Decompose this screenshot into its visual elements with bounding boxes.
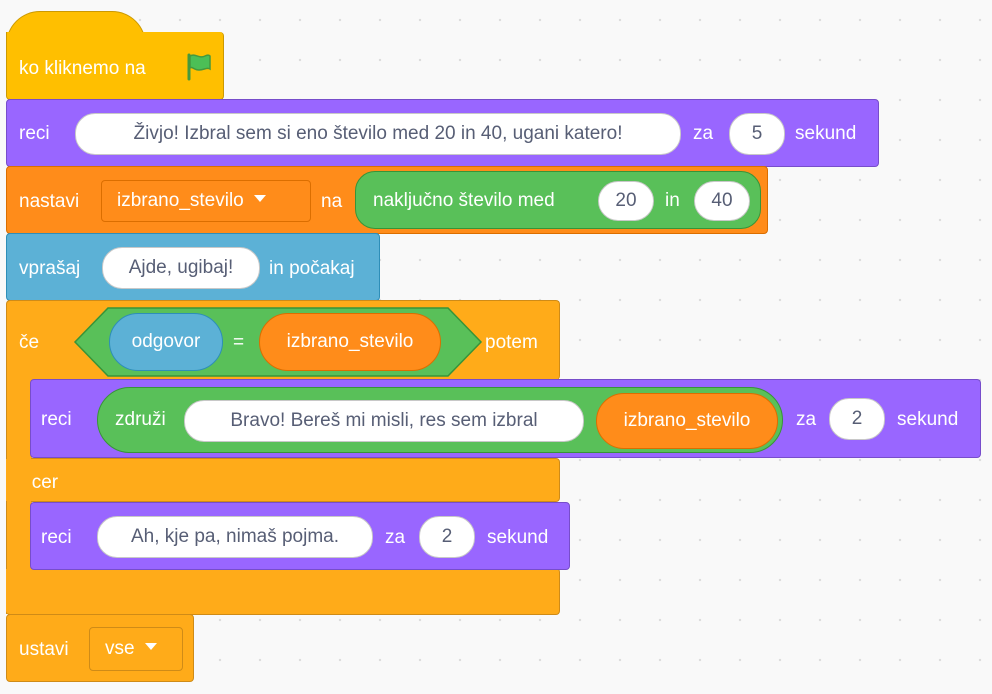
seconds-input-1[interactable]: 5: [729, 113, 785, 155]
say-else-message-input[interactable]: Ah, kje pa, nimaš pojma.: [97, 516, 373, 558]
random-to-input[interactable]: 40: [694, 181, 750, 221]
ask-question-input[interactable]: Ajde, ugibaj!: [102, 247, 260, 289]
when-flag-clicked-block[interactable]: ko kliknemo na: [6, 32, 224, 100]
say-for-secs-block-1[interactable]: reci Živjo! Izbral sem si eno število me…: [6, 99, 879, 167]
stop-option-dropdown[interactable]: vse: [89, 627, 183, 671]
stop-option-label: vse: [105, 638, 135, 659]
set-variable-block[interactable]: nastavi izbrano_stevilo na naključno šte…: [6, 166, 768, 234]
if-else-bottom-arm: [6, 568, 560, 615]
say-label: reci: [19, 123, 50, 144]
join-text-input[interactable]: Bravo! Bereš mi misli, res sem izbral: [184, 400, 584, 442]
variable-reporter-join[interactable]: izbrano_stevilo: [596, 393, 778, 449]
ask-label: vprašaj: [19, 258, 81, 279]
say-label-else: reci: [41, 527, 72, 548]
random-label: naključno število med: [373, 190, 555, 211]
ask-and-wait-block[interactable]: vprašaj Ajde, ugibaj! in počakaj: [6, 233, 380, 301]
else-arm[interactable]: sicer: [6, 458, 560, 502]
za-label-then: za: [796, 409, 817, 430]
seconds-input-then[interactable]: 2: [829, 398, 885, 440]
equals-sign: =: [233, 332, 245, 353]
if-else-block[interactable]: če odgovor = izbrano_stevilo potem: [6, 300, 560, 380]
random-from-input[interactable]: 20: [598, 181, 654, 221]
sekund-label: sekund: [795, 123, 857, 144]
sekund-label-else: sekund: [487, 527, 549, 548]
variable-dropdown[interactable]: izbrano_stevilo: [101, 180, 311, 222]
join-label: združi: [115, 409, 166, 430]
answer-reporter[interactable]: odgovor: [109, 313, 223, 371]
za-label: za: [693, 123, 714, 144]
if-label: če: [19, 332, 40, 353]
dropdown-caret-icon: [144, 643, 157, 651]
and-wait-label: in počakaj: [269, 258, 355, 279]
then-label: potem: [485, 332, 538, 353]
green-flag-icon: [183, 52, 213, 87]
na-label: na: [321, 191, 343, 212]
variable-reporter-condition[interactable]: izbrano_stevilo: [259, 313, 441, 371]
za-label-else: za: [385, 527, 406, 548]
say-for-secs-block-then[interactable]: reci združi Bravo! Bereš mi misli, res s…: [30, 379, 981, 458]
stop-label: ustavi: [19, 639, 69, 660]
join-reporter[interactable]: združi Bravo! Bereš mi misli, res sem iz…: [97, 387, 783, 453]
spine-fill: [7, 458, 31, 578]
say-label-then: reci: [41, 409, 72, 430]
when-flag-label: ko kliknemo na: [19, 58, 146, 79]
say-message-input[interactable]: Živjo! Izbral sem si eno število med 20 …: [75, 113, 681, 155]
say-for-secs-block-else[interactable]: reci Ah, kje pa, nimaš pojma. za 2 sekun…: [30, 502, 570, 570]
variable-dropdown-label: izbrano_stevilo: [117, 190, 244, 211]
stop-block[interactable]: ustavi vse: [6, 614, 194, 682]
set-label: nastavi: [19, 191, 80, 212]
random-number-reporter[interactable]: naključno število med 20 in 40: [355, 171, 761, 229]
sekund-label-then: sekund: [897, 409, 959, 430]
dropdown-caret-icon: [253, 195, 266, 203]
seconds-input-else[interactable]: 2: [419, 516, 475, 558]
in-label: in: [665, 190, 680, 211]
